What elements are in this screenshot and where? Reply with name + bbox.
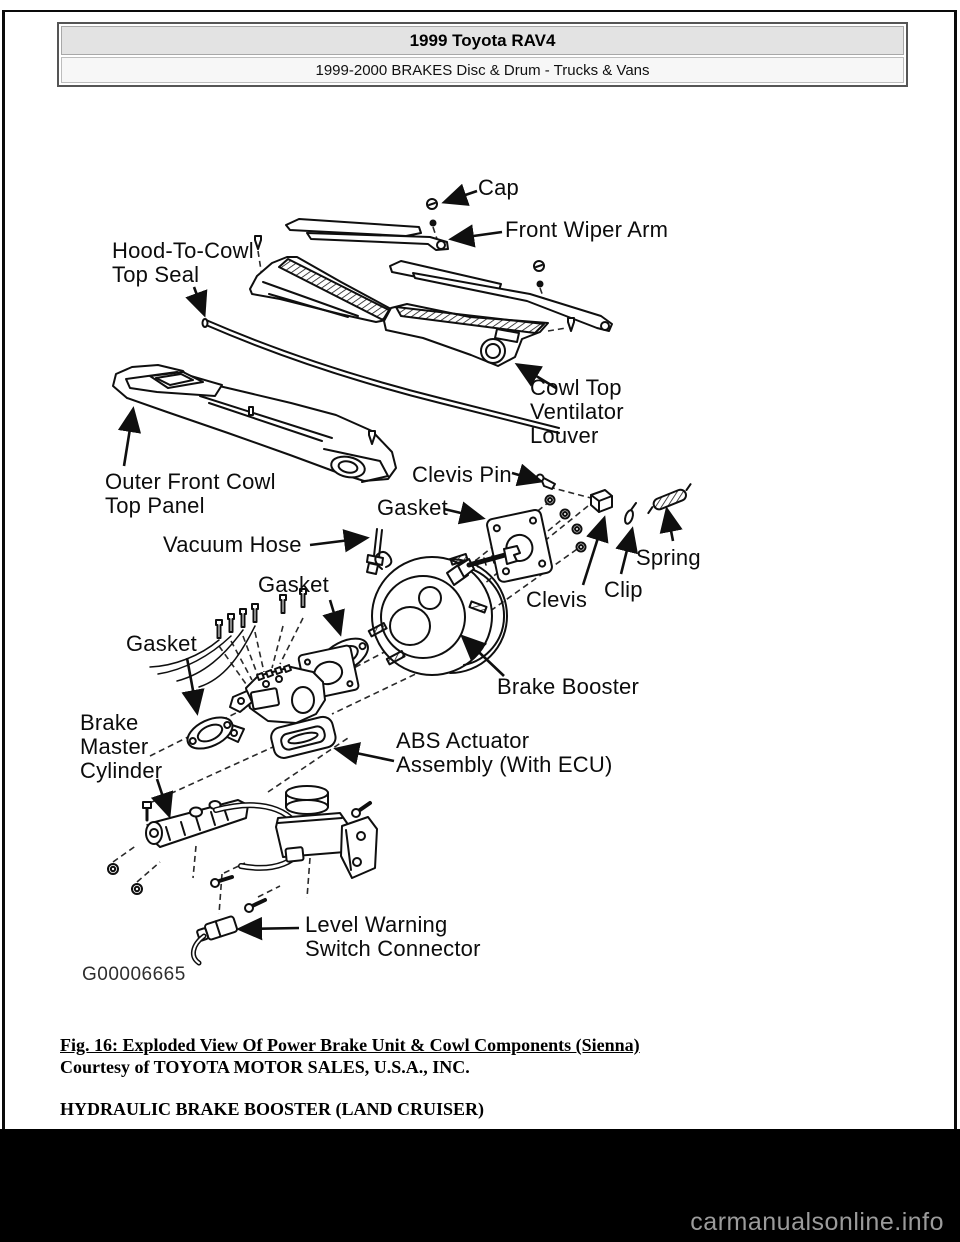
page-subtitle: 1999-2000 BRAKES Disc & Drum - Trucks & … <box>61 57 904 83</box>
figure-code: G00006665 <box>82 964 186 985</box>
label-cowl-top-ventilator-louver: Cowl Top Ventilator Louver <box>530 375 624 448</box>
brake-master-cylinder-part <box>107 785 378 913</box>
label-spring: Spring <box>636 545 701 570</box>
exploded-view-diagram <box>107 183 692 966</box>
label-gasket-middle: Gasket <box>258 572 329 597</box>
wiper-blade-1 <box>285 218 422 237</box>
figure-title: Fig. 16: Exploded View Of Power Brake Un… <box>60 1035 640 1055</box>
label-front-wiper-arm: Front Wiper Arm <box>505 217 669 242</box>
hood-to-cowl-seal <box>205 319 560 429</box>
footer-bar: carmanualsonline.info <box>0 1129 960 1242</box>
clip-part <box>624 509 634 525</box>
wiper-arm-2 <box>412 272 613 332</box>
label-gasket-upper: Gasket <box>377 495 448 520</box>
abs-actuator-part <box>224 644 360 759</box>
label-brake-master-cylinder: Brake Master Cylinder <box>80 710 163 783</box>
level-warning-connector-part <box>190 915 238 966</box>
page-header: 1999 Toyota RAV4 1999-2000 BRAKES Disc &… <box>57 22 908 87</box>
wiper-arm-1 <box>306 232 449 251</box>
label-clevis: Clevis <box>526 587 588 612</box>
label-vacuum-hose: Vacuum Hose <box>163 532 302 557</box>
label-cap: Cap <box>478 175 519 200</box>
label-brake-booster: Brake Booster <box>497 674 640 699</box>
booster-nuts <box>544 494 587 553</box>
caption-block: Fig. 16: Exploded View Of Power Brake Un… <box>60 1034 640 1120</box>
label-level-warning-switch-connector: Level Warning Switch Connector <box>305 912 481 961</box>
booster-gasket-plate <box>486 508 553 583</box>
label-clip: Clip <box>604 577 643 602</box>
page-title: 1999 Toyota RAV4 <box>61 26 904 55</box>
spring-part <box>647 483 692 515</box>
watermark-text: carmanualsonline.info <box>690 1208 944 1236</box>
diagram-parts <box>107 198 692 966</box>
brake-line-fittings <box>215 588 307 639</box>
label-hood-to-cowl-top-seal: Hood-To-Cowl Top Seal <box>112 238 254 287</box>
courtesy-line: Courtesy of TOYOTA MOTOR SALES, U.S.A., … <box>60 1057 470 1077</box>
section-heading: HYDRAULIC BRAKE BOOSTER (LAND CRUISER) <box>60 1099 485 1119</box>
label-gasket-lower: Gasket <box>126 631 197 656</box>
label-abs-actuator: ABS Actuator Assembly (With ECU) <box>396 728 613 777</box>
label-outer-front-cowl-top-panel: Outer Front Cowl Top Panel <box>105 469 276 518</box>
callout-arrows <box>117 183 683 941</box>
label-clevis-pin: Clevis Pin <box>412 462 512 487</box>
gasket-lower-part <box>186 716 234 750</box>
